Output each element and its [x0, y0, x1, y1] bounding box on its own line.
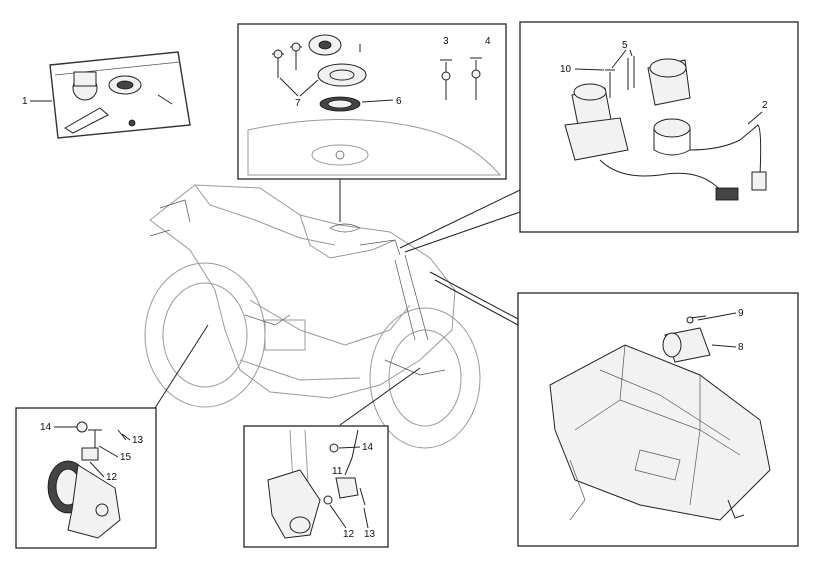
callout-13-front: 13: [364, 529, 376, 540]
callout-12-rear: 12: [106, 472, 118, 483]
callout-4: 4: [485, 36, 491, 47]
callout-14-front: 14: [362, 442, 374, 453]
rear-sensor-inset: 14 13 15 12: [15, 407, 157, 549]
callout-6: 6: [396, 96, 402, 107]
callout-9: 9: [738, 308, 744, 319]
callout-11: 11: [332, 466, 343, 477]
callout-2: 2: [762, 100, 768, 111]
motorcycle-outline: [144, 184, 481, 449]
callout-7: 7: [295, 98, 301, 109]
callout-15: 15: [120, 452, 132, 463]
callout-3: 3: [443, 36, 449, 47]
callout-8: 8: [738, 342, 744, 353]
ecu-box-inset: 9 8: [517, 292, 799, 547]
callout-1: 1: [22, 96, 28, 107]
callout-12-front: 12: [343, 529, 355, 540]
callout-14-rear: 14: [40, 422, 52, 433]
front-sensor-inset: 14 11 12 13: [243, 425, 389, 548]
steering-lock-inset: 2 5 10: [519, 21, 799, 233]
callout-13-rear: 13: [132, 435, 144, 446]
leader-lines: [154, 178, 521, 426]
callout-5: 5: [622, 40, 628, 51]
callout-10: 10: [560, 64, 572, 75]
fuel-cap-inset: 3 4 6 7: [237, 23, 507, 180]
ignition-switch-inset: 1: [22, 51, 191, 139]
